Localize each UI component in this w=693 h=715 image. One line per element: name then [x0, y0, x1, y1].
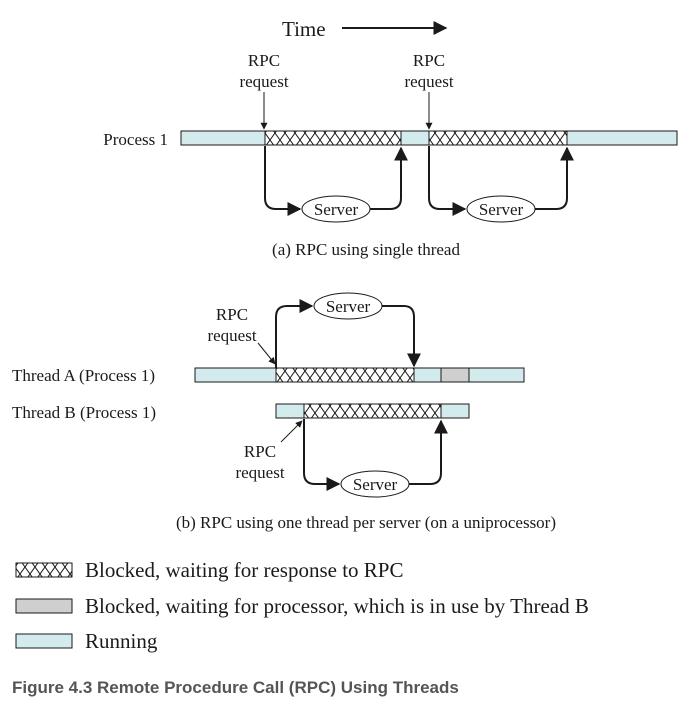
thread-a-blocked-rpc-segment: [275, 367, 415, 383]
process-1-running-segment: [400, 130, 430, 146]
legend-swatch-blocked-processor: [15, 598, 73, 614]
svg-text:request: request: [235, 463, 284, 482]
return-from-server-arrow: [382, 305, 421, 368]
legend-label-running: Running: [85, 629, 158, 653]
legend-label-blocked-processor: Blocked, waiting for processor, which is…: [85, 594, 589, 618]
figure-caption: Figure 4.3 Remote Procedure Call (RPC) U…: [12, 678, 459, 697]
rpc-request-label-a1: RPC request: [239, 51, 288, 91]
server-label: Server: [479, 200, 524, 219]
rpc-request-pointer-b: [280, 420, 303, 443]
thread-a-running-segment: [413, 367, 442, 383]
thread-a-blocked-processor-segment: [440, 367, 470, 383]
svg-text:RPC: RPC: [216, 305, 248, 324]
thread-a-running-segment: [468, 367, 525, 383]
legend-swatch-blocked-rpc: [15, 562, 73, 578]
process-1-blocked-segment: [264, 130, 402, 146]
server-label: Server: [353, 475, 398, 494]
rpc-request-pointer-a: [257, 342, 276, 365]
call-to-server-arrow: [303, 419, 341, 491]
rpc-request-label-b-thread-b: RPC request: [235, 442, 284, 482]
legend-label-blocked-rpc: Blocked, waiting for response to RPC: [85, 558, 403, 582]
process-1-label: Process 1: [103, 130, 168, 149]
svg-text:RPC: RPC: [248, 51, 280, 70]
process-1-running-segment: [180, 130, 266, 146]
call-to-server-arrow: [428, 146, 467, 216]
svg-text:request: request: [239, 72, 288, 91]
process-1-blocked-segment: [428, 130, 568, 146]
svg-text:RPC: RPC: [244, 442, 276, 461]
svg-text:RPC: RPC: [413, 51, 445, 70]
process-1-running-segment: [566, 130, 678, 146]
return-from-server-arrow: [370, 146, 408, 210]
thread-b-running-segment: [275, 403, 305, 419]
return-from-server-arrow: [409, 419, 448, 485]
rpc-request-label-a2: RPC request: [404, 51, 453, 91]
thread-b-running-segment: [440, 403, 470, 419]
thread-b-label: Thread B (Process 1): [12, 403, 156, 422]
legend-swatch-running: [15, 633, 73, 649]
caption-b: (b) RPC using one thread per server (on …: [176, 513, 556, 532]
time-label: Time: [282, 17, 326, 41]
server-label: Server: [326, 297, 371, 316]
thread-a-running-segment: [194, 367, 277, 383]
server-label: Server: [314, 200, 359, 219]
svg-text:request: request: [404, 72, 453, 91]
thread-a-label: Thread A (Process 1): [12, 366, 155, 385]
caption-a: (a) RPC using single thread: [272, 240, 460, 259]
rpc-request-label-b-thread-a: RPC request: [207, 305, 256, 345]
svg-text:request: request: [207, 326, 256, 345]
return-from-server-arrow: [535, 146, 574, 210]
call-to-server-arrow: [275, 299, 314, 368]
thread-b-blocked-rpc-segment: [303, 403, 442, 419]
call-to-server-arrow: [264, 146, 302, 216]
